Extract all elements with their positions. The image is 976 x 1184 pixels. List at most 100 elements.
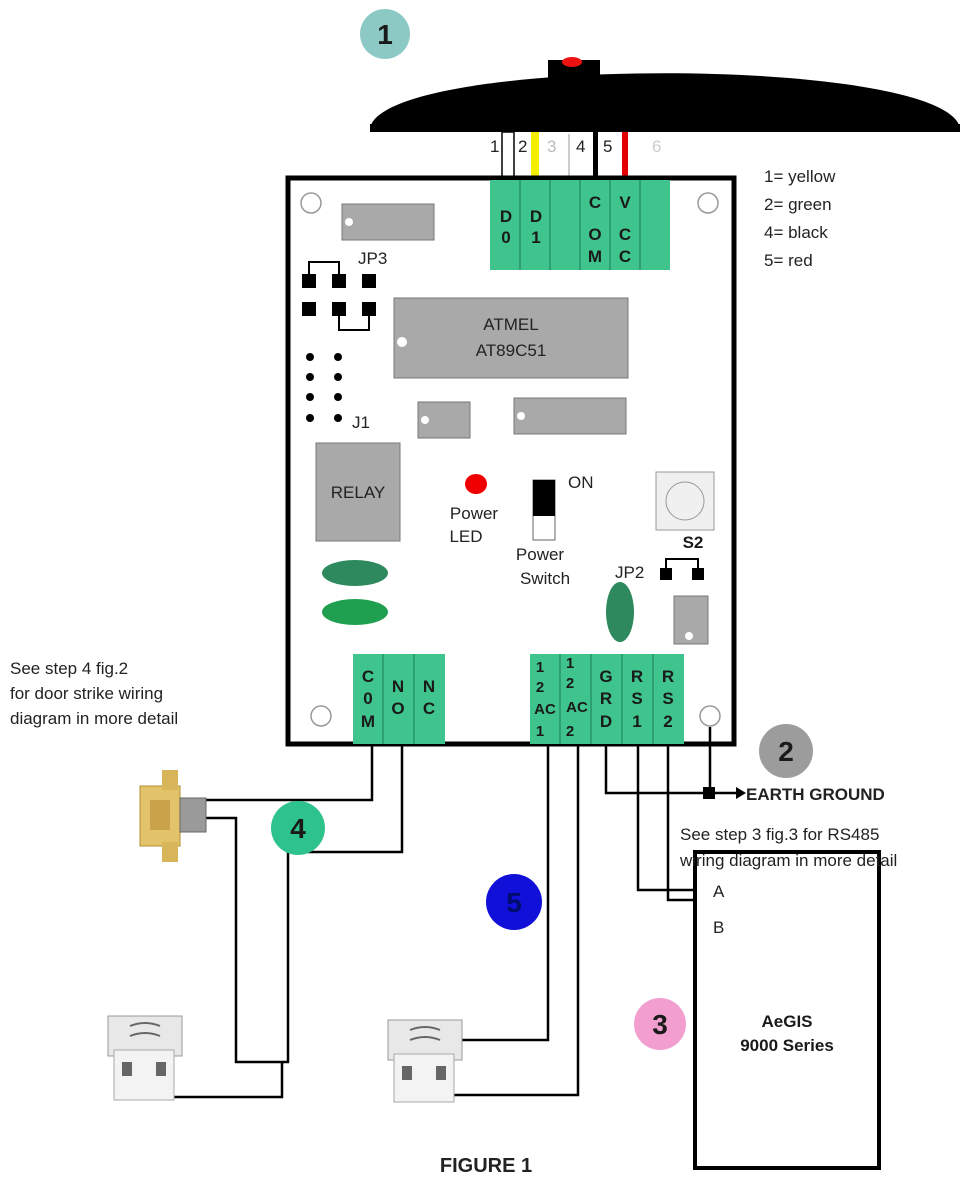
terminal-rs2-l3: 2 [663, 712, 672, 731]
power-led-label-1: Power [450, 504, 499, 523]
reader-terminal-block: D 0 D 1 C O M V C C [490, 180, 670, 270]
terminal-com-l3: M [361, 712, 375, 731]
terminal-rs1-l3: 1 [632, 712, 641, 731]
aegis-title-1: AeGIS [761, 1012, 812, 1031]
s2-label: S2 [683, 533, 704, 552]
terminal-ac1-l4: 1 [536, 723, 544, 740]
chip-label-atmel: ATMEL [483, 315, 538, 334]
power-switch-label-2: Switch [520, 569, 570, 588]
terminal-vcc-l2: C [619, 225, 631, 244]
terminal-d1-l1: D [530, 207, 542, 226]
transformer-1 [107, 1015, 183, 1101]
figure-caption: FIGURE 1 [440, 1155, 532, 1177]
terminal-com-l1: C [589, 193, 601, 212]
terminal-com-l2: O [588, 225, 601, 244]
capacitor [322, 599, 388, 625]
wire-number: 3 [547, 137, 556, 156]
door-strike-note: See step 4 fig.2 for door strike wiring … [10, 659, 178, 728]
terminal-rs1-l2: S [631, 689, 642, 708]
note-line: wiring diagram in more detail [679, 851, 897, 870]
terminal-d0-l1: D [500, 207, 512, 226]
wire-color-legend: 1= yellow 2= green 4= black 5= red [764, 167, 836, 270]
terminal-d0-l2: 0 [501, 228, 510, 247]
note-line: diagram in more detail [10, 709, 178, 728]
card-reader [370, 57, 960, 132]
terminal-rs1-l1: R [631, 667, 643, 686]
chip-notch [421, 416, 429, 424]
terminal-no-l2: O [391, 699, 404, 718]
terminal-rs2-l2: S [662, 689, 673, 708]
legend-entry: 5= red [764, 251, 813, 270]
power-switch[interactable]: ON Power Switch [516, 473, 594, 588]
earth-ground-label: EARTH GROUND [746, 785, 885, 804]
wire-number: 5 [603, 137, 612, 156]
legend-entry: 2= green [764, 195, 832, 214]
transformer-2 [387, 1019, 463, 1103]
note-line: for door strike wiring [10, 684, 163, 703]
capacitor [322, 560, 388, 586]
legend-entry: 1= yellow [764, 167, 836, 186]
terminal-vcc-l1: V [619, 193, 631, 212]
relay-label: RELAY [331, 483, 386, 502]
power-comm-terminal-block: 1 2 AC 1 1 2 AC 2 G R D R S 1 R S 2 [530, 654, 684, 744]
badge-circle [360, 9, 410, 59]
j1-label: J1 [352, 413, 370, 432]
chip-notch [517, 412, 525, 420]
wire-number: 4 [576, 137, 585, 156]
terminal-ac1-l3: AC [534, 701, 556, 718]
terminal-com-l1: C [362, 667, 374, 686]
mounting-hole [300, 192, 322, 214]
power-switch-on-label: ON [568, 473, 594, 492]
badge-2: 2 [759, 724, 813, 778]
mounting-hole [699, 705, 721, 727]
controller-board: D 0 D 1 C O M V C C JP3 [285, 175, 737, 747]
earth-ground-arrowhead [736, 787, 746, 799]
atmel-chip: ATMEL AT89C51 [393, 297, 629, 379]
jumper-jp3: JP3 [302, 249, 387, 331]
power-led-label-2: LED [449, 527, 482, 546]
terminal-ac1-l1: 1 [536, 659, 544, 676]
aegis-pin-b: B [713, 918, 724, 937]
ic-chip-small [513, 397, 627, 435]
badge-label: 5 [506, 887, 522, 918]
terminal-com-l2: 0 [363, 689, 372, 708]
aegis-panel: A B AeGIS 9000 Series [693, 850, 881, 1170]
reader-wire-numbers: 1 2 3 4 5 6 [490, 137, 661, 156]
earth-ground-junction [703, 787, 715, 799]
mounting-hole [697, 192, 719, 214]
header-j1: J1 [306, 353, 370, 432]
terminal-grd-l3: D [600, 712, 612, 731]
terminal-com-l3: M [588, 247, 602, 266]
jumper-jp2: JP2 [615, 558, 704, 582]
wire-number: 2 [518, 137, 527, 156]
aegis-pin-a: A [713, 882, 725, 901]
relay-terminal-block: C 0 M N O N C [353, 654, 445, 744]
wire-number: 1 [490, 137, 499, 156]
badge-label: 2 [778, 736, 794, 767]
note-line: See step 4 fig.2 [10, 659, 128, 678]
wire-number: 6 [652, 137, 661, 156]
s2-button[interactable]: S2 [655, 471, 715, 552]
badge-circle [759, 724, 813, 778]
terminal-grd-l2: R [600, 689, 612, 708]
badge-circle [271, 801, 325, 855]
terminal-ac2-l4: 2 [566, 723, 574, 740]
jp3-label: JP3 [358, 249, 387, 268]
aegis-title-2: 9000 Series [740, 1036, 834, 1055]
power-led: Power LED [449, 474, 498, 546]
terminal-ac1-l2: 2 [536, 679, 544, 696]
badge-label: 4 [290, 813, 306, 844]
badge-circle [634, 998, 686, 1050]
mounting-hole [310, 705, 332, 727]
terminal-nc-l2: C [423, 699, 435, 718]
rs485-note: See step 3 fig.3 for RS485 wiring diagra… [679, 825, 897, 870]
relay: RELAY [315, 442, 401, 542]
badge-3: 3 [634, 998, 686, 1050]
badge-label: 3 [652, 1009, 668, 1040]
terminal-ac2-l2: 2 [566, 675, 574, 692]
badge-1: 1 [360, 9, 410, 59]
jp2-label: JP2 [615, 563, 644, 582]
power-switch-label-1: Power [516, 545, 565, 564]
door-strike [139, 770, 207, 862]
